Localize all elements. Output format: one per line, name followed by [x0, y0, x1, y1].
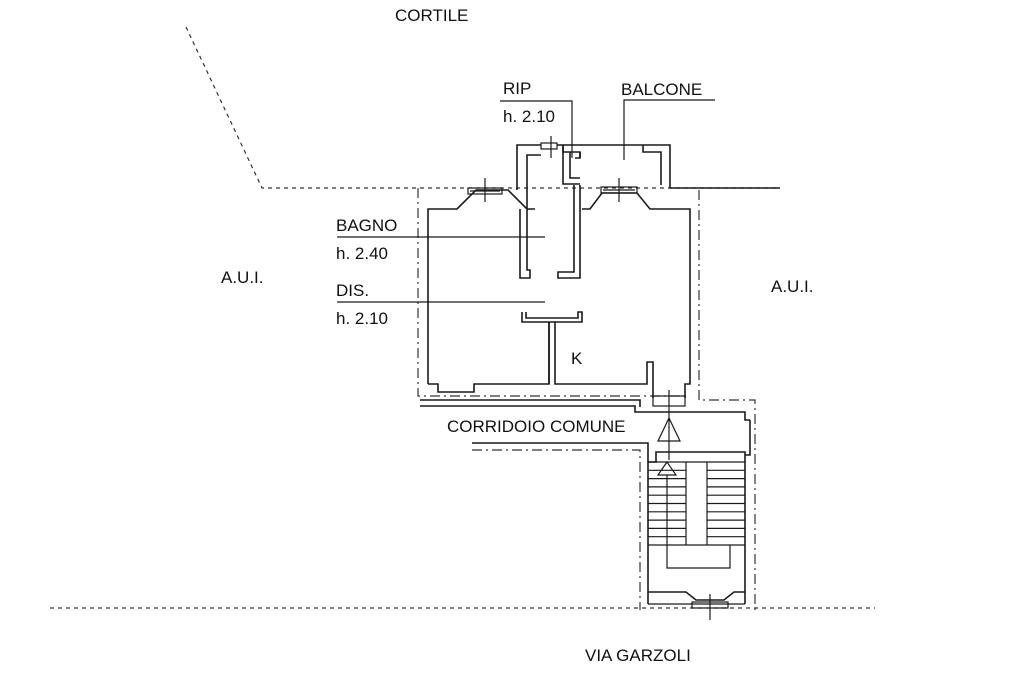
label-aui-left: A.U.I. — [221, 268, 264, 287]
windows — [467, 136, 729, 620]
label-rip: RIP — [503, 79, 531, 98]
label-aui-right: A.U.I. — [771, 277, 814, 296]
leader-lines — [337, 99, 715, 303]
stair-steps — [648, 469, 745, 538]
labels: CORTILE RIP h. 2.10 BALCONE BAGNO h. 2.4… — [221, 6, 814, 665]
label-dis: DIS. — [336, 281, 369, 300]
window-stair — [691, 594, 729, 620]
corridor-walls — [472, 420, 751, 462]
entry-door — [652, 390, 686, 460]
window-rip — [540, 136, 558, 158]
stair-arrow-icon — [656, 460, 678, 476]
window-balcone — [600, 178, 638, 202]
label-kitchen: K — [571, 349, 583, 368]
stairwell — [647, 416, 746, 605]
corridor-arrow-icon — [657, 416, 681, 442]
window-left — [467, 178, 503, 202]
label-bagno: BAGNO — [336, 216, 397, 235]
walls — [420, 144, 780, 421]
courtyard-boundary — [185, 26, 780, 189]
label-bagno-height: h. 2.40 — [336, 244, 388, 263]
label-corridoio: CORRIDOIO COMUNE — [447, 417, 626, 436]
label-rip-height: h. 2.10 — [503, 107, 555, 126]
label-dis-height: h. 2.10 — [336, 309, 388, 328]
label-cortile: CORTILE — [395, 6, 468, 25]
unit-outline — [417, 188, 756, 612]
label-via: VIA GARZOLI — [585, 646, 691, 665]
boundary-lines — [50, 26, 875, 609]
label-balcone: BALCONE — [621, 80, 702, 99]
